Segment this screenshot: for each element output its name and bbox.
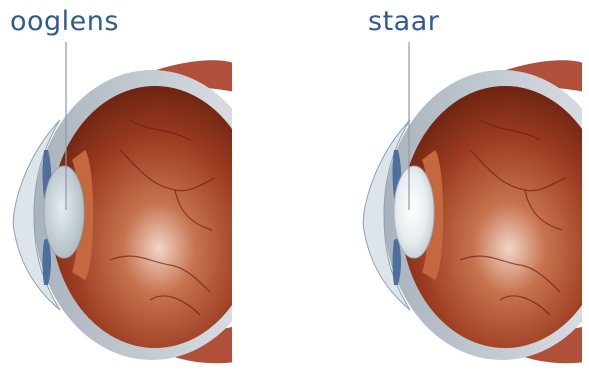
lens-cataract	[394, 166, 434, 258]
cataract-eye-diagram	[350, 0, 589, 379]
normal-eye-diagram	[0, 0, 260, 379]
eye-panel-normal: ooglens	[0, 0, 260, 379]
eye-panel-cataract: staar	[350, 0, 589, 379]
lens-label: ooglens	[10, 6, 119, 37]
cataract-label: staar	[368, 6, 439, 37]
lens-normal	[44, 166, 84, 258]
